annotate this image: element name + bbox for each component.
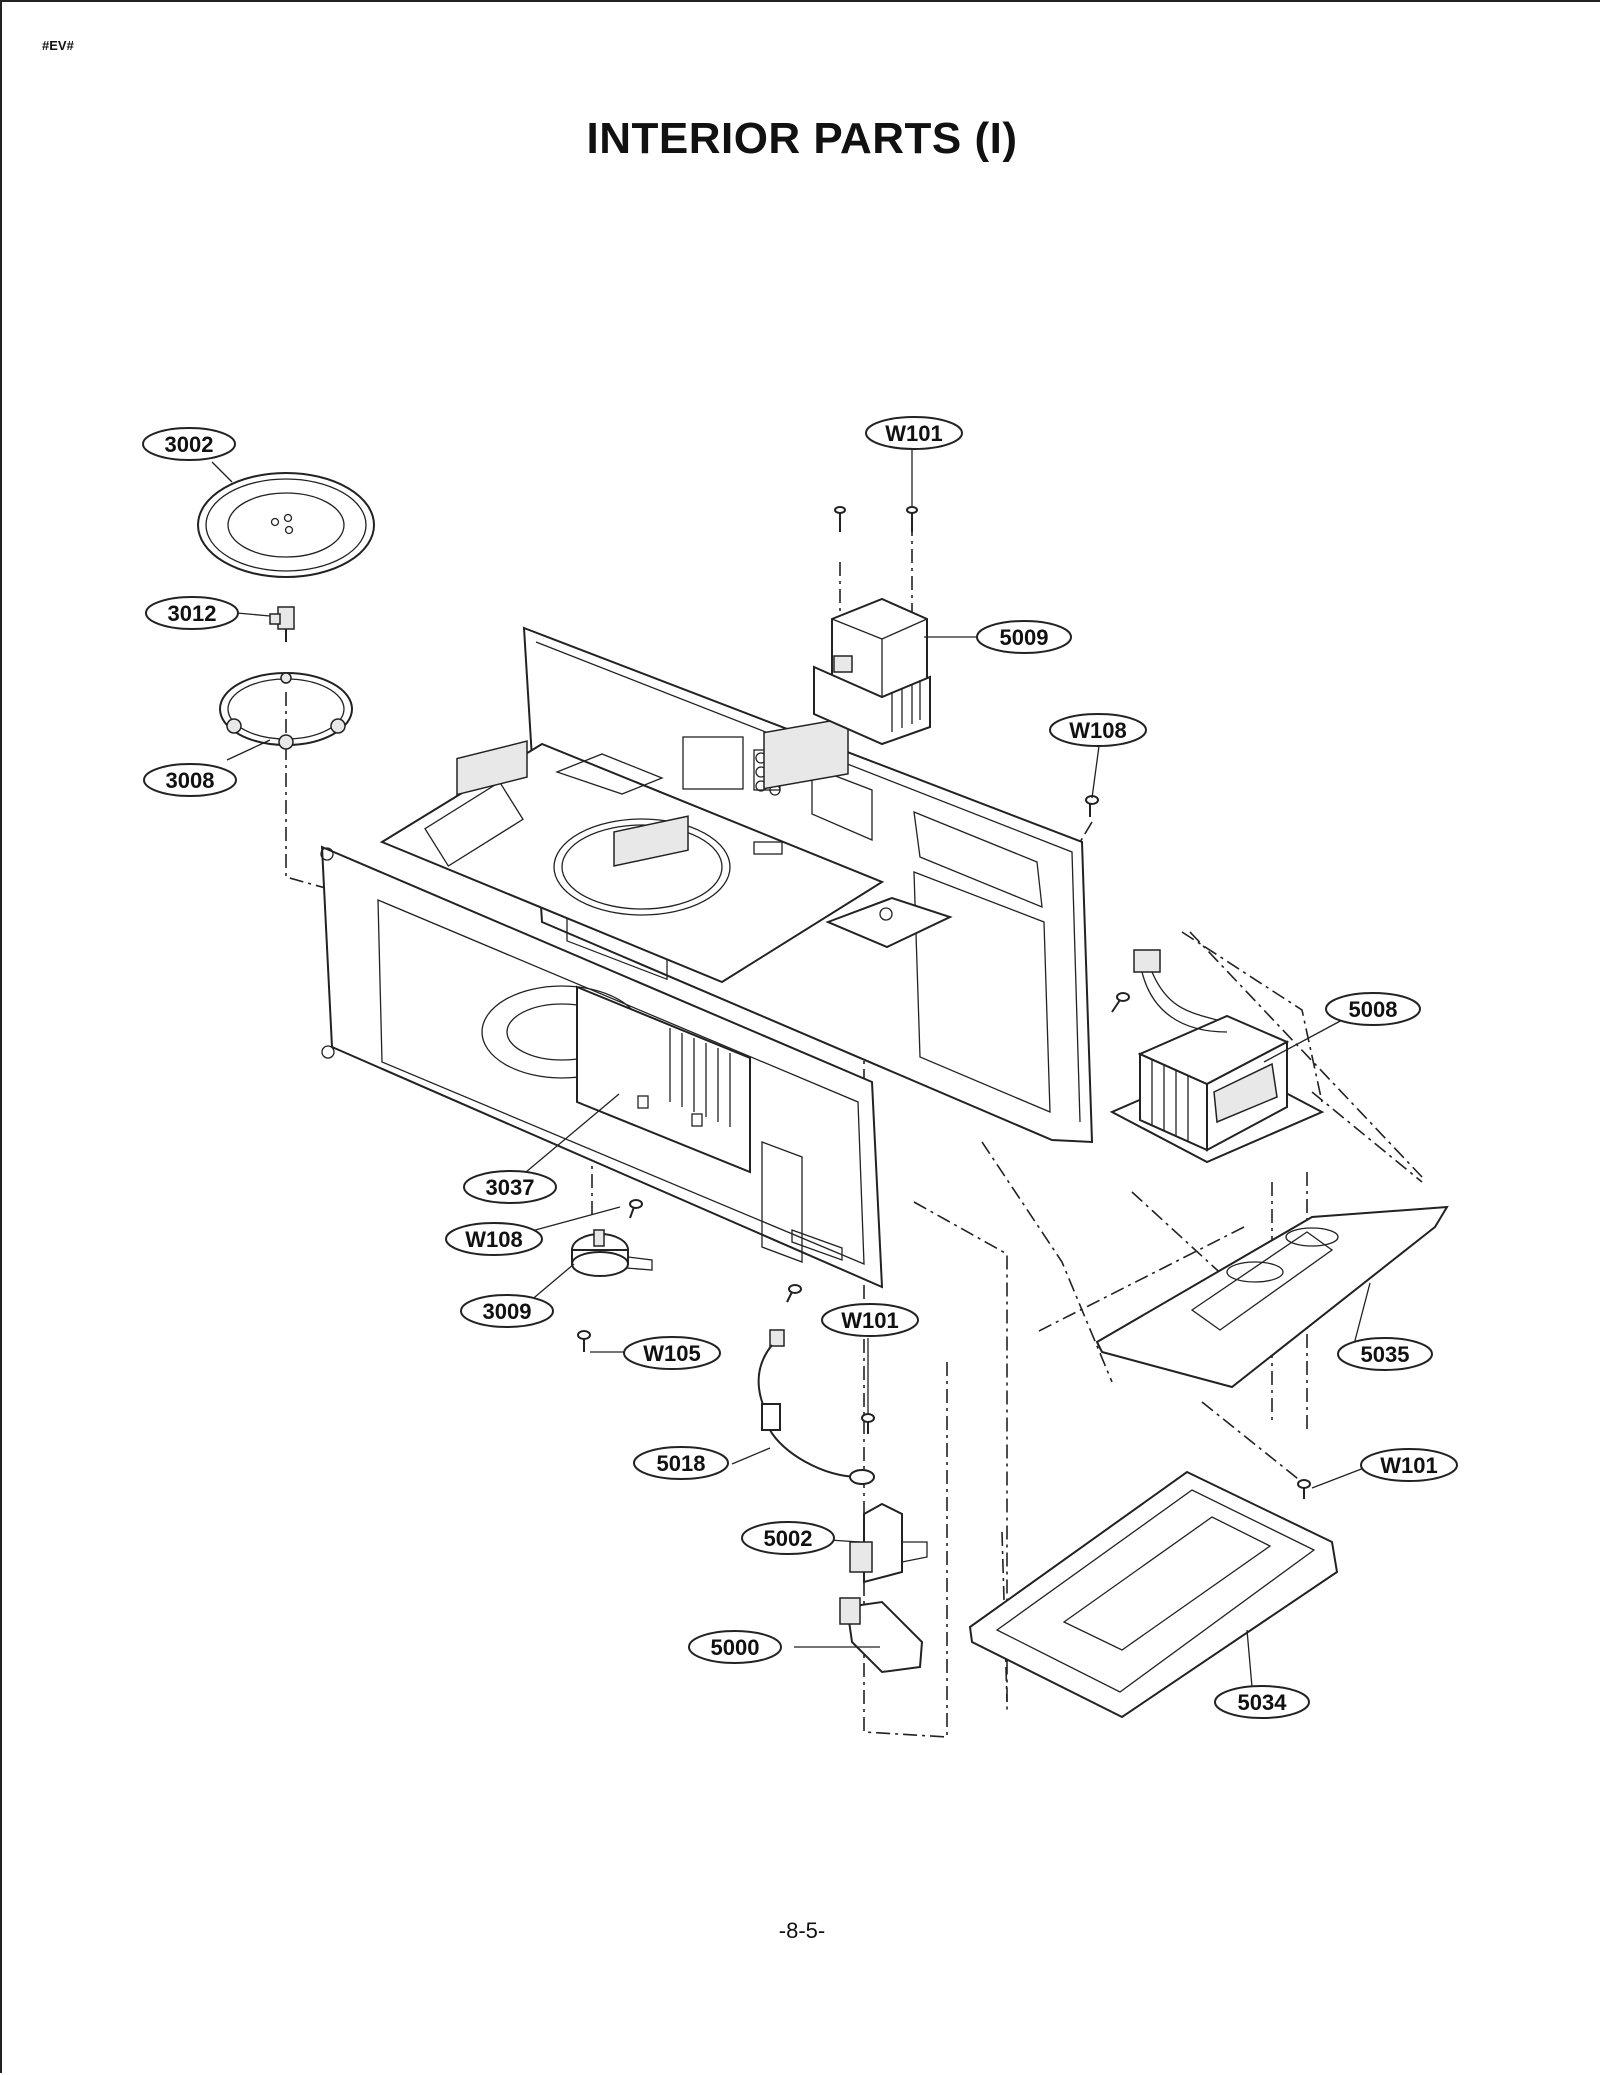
document-tag: #EV# [42, 38, 74, 53]
callout-w108-right: W108 [1049, 713, 1147, 747]
screw-icon [577, 1330, 591, 1352]
svg-text:5008: 5008 [1349, 997, 1398, 1022]
cavity-top-plate [379, 716, 953, 984]
svg-text:5000: 5000 [711, 1635, 760, 1660]
svg-text:5018: 5018 [657, 1451, 706, 1476]
callout-w101-right: W101 [1360, 1448, 1458, 1482]
callout-5002: 5002 [741, 1521, 835, 1555]
turntable-coupler [269, 606, 295, 642]
bottom-cover [968, 1470, 1339, 1719]
screw-icon [786, 1284, 802, 1303]
svg-text:5002: 5002 [764, 1526, 813, 1551]
callout-5018: 5018 [633, 1446, 729, 1480]
callout-3002: 3002 [142, 427, 236, 461]
screw-icon [1111, 992, 1130, 1013]
callout-5035: 5035 [1337, 1337, 1433, 1371]
svg-text:5009: 5009 [1000, 625, 1049, 650]
turntable-motor [571, 1229, 653, 1277]
svg-text:3009: 3009 [483, 1299, 532, 1324]
svg-text:3002: 3002 [165, 432, 214, 457]
callout-5000: 5000 [688, 1630, 782, 1664]
svg-text:3037: 3037 [486, 1175, 535, 1200]
svg-text:W105: W105 [643, 1341, 700, 1366]
svg-text:3008: 3008 [166, 768, 215, 793]
page-title: INTERIOR PARTS (I) [586, 114, 1018, 163]
callout-w101-mid: W101 [821, 1303, 919, 1337]
svg-text:W101: W101 [841, 1308, 898, 1333]
turntable-tray [197, 472, 375, 578]
svg-text:W101: W101 [1380, 1453, 1437, 1478]
callout-5009: 5009 [976, 620, 1072, 654]
screw-icon [861, 1413, 875, 1434]
leader-lines [211, 447, 1371, 1688]
thermal-cutout-wire [757, 1329, 875, 1485]
roller-ring [219, 672, 353, 750]
svg-text:W108: W108 [1069, 718, 1126, 743]
base-plate-upper [1095, 1205, 1449, 1389]
svg-text:W108: W108 [465, 1227, 522, 1252]
screw-icon [1085, 795, 1099, 817]
callout-3037: 3037 [463, 1170, 557, 1204]
svg-text:3012: 3012 [168, 601, 217, 626]
callout-w101-top: W101 [865, 416, 963, 450]
screw-icon [1297, 1479, 1311, 1499]
high-voltage-transformer [1109, 949, 1325, 1164]
screw-icon [834, 506, 846, 532]
vent-plate [576, 985, 751, 1174]
screw-icon [629, 1199, 643, 1219]
callout-3008: 3008 [143, 763, 237, 797]
callout-3009: 3009 [460, 1294, 554, 1328]
callout-5008: 5008 [1325, 992, 1421, 1026]
screw-icon [906, 506, 918, 532]
magnetron [813, 597, 931, 746]
svg-text:W101: W101 [885, 421, 942, 446]
switch-bracket [849, 1502, 928, 1584]
svg-text:5035: 5035 [1361, 1342, 1410, 1367]
callout-3012: 3012 [145, 596, 239, 630]
callout-w105: W105 [623, 1336, 721, 1370]
callout-5034: 5034 [1214, 1685, 1310, 1719]
page-number: -8-5- [778, 1918, 826, 1943]
svg-text:5034: 5034 [1238, 1690, 1288, 1715]
callout-w108-left: W108 [445, 1222, 543, 1256]
door-switch [839, 1597, 924, 1674]
